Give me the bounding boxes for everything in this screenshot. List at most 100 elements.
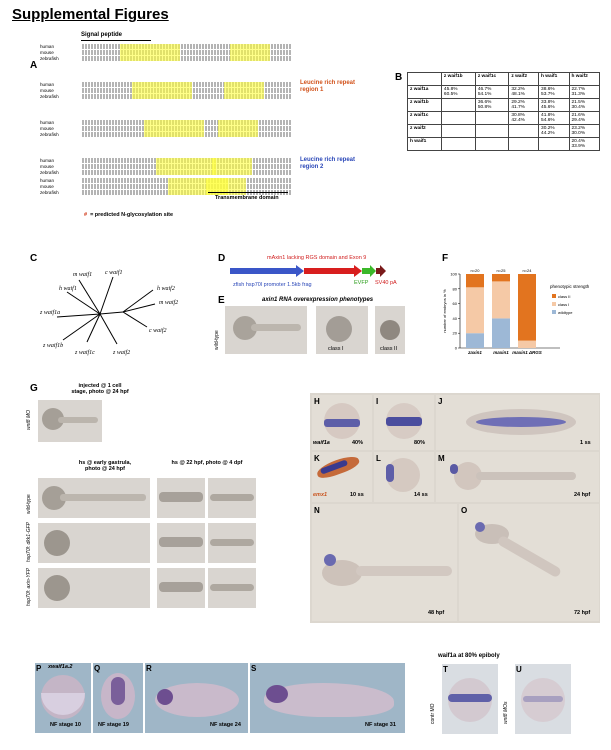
bar-segment [518, 340, 536, 348]
n-stage: 48 hpf [428, 610, 445, 616]
panel-label-r: R [146, 664, 152, 673]
l-stage: 14 ss [414, 492, 428, 498]
table-cell [508, 137, 540, 151]
k-marker: emx1 [313, 492, 328, 498]
legend-label: class II [558, 294, 570, 299]
legend-label: class I [558, 302, 569, 307]
panel-label-i: I [376, 397, 379, 406]
construct-diagram [230, 265, 386, 277]
table-cell: 38.6% 53.7% [538, 85, 570, 99]
panel-j-image [436, 395, 599, 450]
species-label: human [40, 82, 55, 87]
panel-l-image [374, 452, 434, 502]
sequence-row [82, 50, 292, 55]
e-label-class1: class I [328, 346, 344, 352]
panel-label-h: H [314, 397, 320, 406]
g-wt-dpf-image-a [157, 478, 205, 518]
table-cell: 20.4% 33.9% [568, 137, 600, 151]
panel-label-u: U [516, 665, 522, 674]
bar-segment [492, 274, 510, 282]
table-cell [474, 111, 510, 125]
panel-label-s: S [251, 664, 257, 673]
table-cell [440, 137, 476, 151]
sequence-row [82, 44, 292, 49]
panel-label-m: M [438, 454, 445, 463]
o-stage: 72 hpf [574, 610, 591, 616]
bar-segment [518, 274, 536, 341]
y-axis-label: number of embryos in % [442, 289, 447, 333]
g-row-axin: hsp70l: axin-YFP [26, 567, 32, 606]
h-stage: 40% [352, 440, 364, 446]
g-axin-dpf-image-b [208, 568, 256, 608]
bar-segment [466, 287, 484, 334]
u-label: wnt8 MOs [503, 701, 509, 724]
axin-arrow [304, 265, 362, 277]
conserved-highlight [224, 82, 264, 99]
panel-label-n: N [314, 506, 320, 515]
table-header [407, 72, 442, 86]
g-dkk1-dpf-image-a [157, 523, 205, 563]
panel-o-image [459, 504, 599, 621]
panel-label-o: O [461, 506, 468, 515]
leaf-label: h waif2 [157, 285, 175, 292]
g-dkk1-dpf-image-b [208, 523, 256, 563]
table-cell [440, 124, 476, 138]
g-axin-gastrula-image [38, 568, 150, 608]
panel-k-image [312, 452, 372, 502]
leaf-label: z waif2 [112, 349, 130, 356]
p-gene: xwaif1a.2 [48, 664, 73, 670]
n-label: n=25 [496, 268, 506, 273]
table-header: z waif1b [440, 72, 476, 86]
table-cell [474, 124, 510, 138]
y-tick-label: 60 [453, 301, 458, 306]
conserved-highlight [218, 120, 258, 137]
leaf-label: c waif2 [149, 327, 167, 334]
e-label-wt: wild-type [214, 330, 220, 350]
table-cell [474, 137, 510, 151]
table-cell: 45.8% 60.5% [440, 85, 476, 99]
class1-image [316, 306, 368, 354]
species-label: zebrafish [40, 170, 59, 175]
panel-e-title: axin1 RNA overexpression phenotypes [262, 297, 374, 303]
table-header: z waif2 [508, 72, 540, 86]
panel-label-a: A [30, 60, 38, 71]
g-wt-dpf-image-b [208, 478, 256, 518]
leaf-label: h waif1 [59, 285, 77, 292]
species-label: mouse [40, 164, 54, 169]
e-label-class2: class II [380, 346, 398, 352]
table-cell: 29.2% 41.7% [508, 98, 540, 112]
legend-swatch [552, 302, 556, 306]
table-cell: 30.2% 44.2% [538, 124, 570, 138]
n-label: n=20 [470, 268, 480, 273]
panel-u-image [515, 664, 571, 734]
table-cell: 21.5% 30.4% [568, 98, 600, 112]
species-label: mouse [40, 184, 54, 189]
species-label: zebrafish [40, 56, 59, 61]
table-cell: 36.6% 50.8% [474, 98, 510, 112]
glyco-note-text: = predicted N-glycosylation site [90, 212, 174, 218]
species-label: mouse [40, 126, 54, 131]
table-cell [440, 98, 476, 112]
panel-q-image [93, 663, 143, 733]
conserved-highlight [144, 120, 204, 137]
table-cell [508, 124, 540, 138]
p-stage: NF stage 10 [50, 722, 81, 728]
conserved-highlight [212, 158, 252, 175]
g-row-dkk1: hsp70l: dkk1-GFP [26, 521, 32, 562]
y-tick-label: 40 [453, 316, 458, 321]
panel-s-image [250, 663, 405, 733]
panel-label-t: T [443, 665, 448, 674]
y-tick-label: 20 [453, 331, 458, 336]
signal-peptide-label: Signal peptide [81, 32, 123, 38]
panel-t-image [442, 664, 498, 734]
conserved-highlight [132, 82, 192, 99]
leaf-label: m waif1 [73, 271, 92, 278]
y-tick-label: 80 [453, 286, 458, 291]
conserved-highlight [156, 158, 216, 175]
k-stage: 10 ss [350, 492, 364, 498]
legend-swatch [552, 294, 556, 298]
conserved-highlight [230, 44, 270, 61]
table-cell: 33.8% 45.6% [538, 98, 570, 112]
table-cell: 41.8% 54.6% [538, 111, 570, 125]
panel-label-l: L [376, 454, 381, 463]
